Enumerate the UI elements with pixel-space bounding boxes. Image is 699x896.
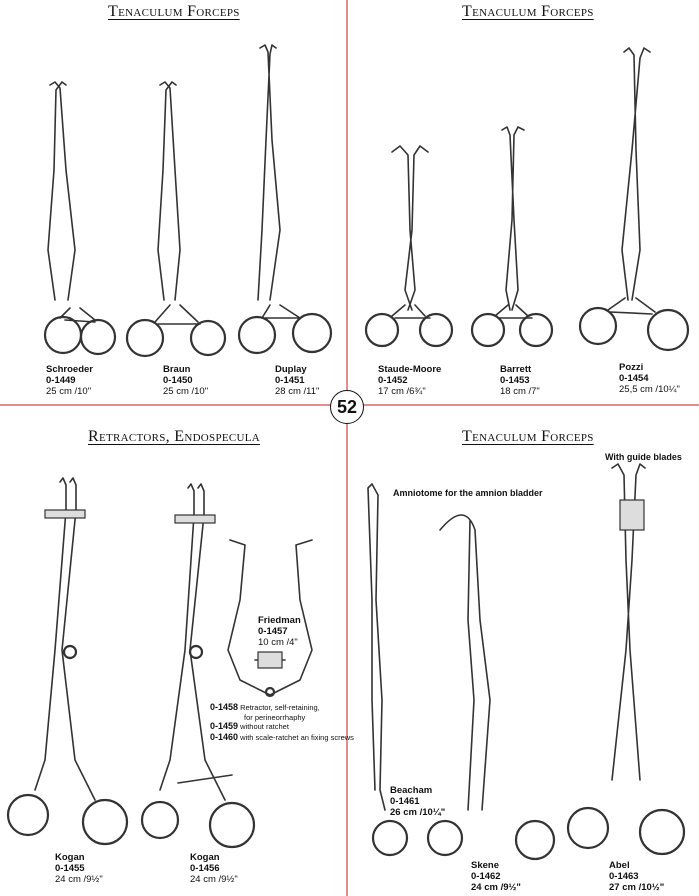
product-name: Barrett [500, 364, 532, 375]
duplay-forceps-illustration [237, 44, 333, 355]
variant-1458-desc2: for perineorrhaphy [244, 713, 306, 722]
product-name: Beacham [390, 785, 433, 796]
variant-code: 0-1460 [210, 732, 239, 742]
beacham-amniotome-illustration [367, 483, 409, 857]
barrett-forceps-illustration [470, 126, 554, 348]
staude-moore-forceps-illustration [364, 145, 454, 348]
kogan-1456-illustration [140, 483, 256, 849]
vertical-divider [346, 0, 348, 896]
product-code: 0-1461 [390, 796, 420, 807]
variant-1459: 0-1459 without ratchet [210, 721, 289, 732]
variant-desc: without ratchet [240, 722, 289, 731]
variant-1460: 0-1460 with scale-ratchet an fixing scre… [210, 732, 354, 743]
section-title-bottom-left: Retractors, Endospecula [88, 428, 261, 445]
product-label: Staude-Moore 0-1452 17 cm /6¾" [378, 364, 441, 397]
product-label: Kogan 0-1455 24 cm /9½" [55, 852, 103, 885]
product-size: 25 cm /10" [46, 386, 92, 397]
product-label: Beacham 0-1461 26 cm /10¼" [390, 785, 445, 818]
product-name: Kogan [190, 852, 220, 863]
product-name: Pozzi [619, 362, 644, 373]
product-code: 0-1451 [275, 375, 305, 386]
product-code: 0-1449 [46, 375, 76, 386]
product-label: Braun 0-1450 25 cm /10" [163, 364, 208, 397]
product-code: 0-1450 [163, 375, 193, 386]
section-title-bottom-right: Tenaculum Forceps [462, 428, 594, 445]
product-code: 0-1454 [619, 373, 649, 384]
variant-code: 0-1459 [210, 721, 239, 731]
product-code: 0-1462 [471, 871, 501, 882]
product-name: Schroeder [46, 364, 93, 375]
product-label: Barrett 0-1453 18 cm /7" [500, 364, 540, 397]
product-size: 17 cm /6¾" [378, 386, 426, 397]
braun-forceps-illustration [125, 81, 227, 358]
product-name: Skene [471, 860, 499, 871]
section-title-top-right: Tenaculum Forceps [462, 3, 594, 20]
product-name: Duplay [275, 364, 307, 375]
product-code: 0-1456 [190, 863, 220, 874]
product-label: Friedman 0-1457 10 cm /4" [258, 615, 301, 648]
product-size: 10 cm /4" [258, 637, 298, 648]
product-label: Pozzi 0-1454 25,5 cm /10¼" [619, 362, 680, 395]
product-name: Braun [163, 364, 191, 375]
pozzi-forceps-illustration [578, 47, 690, 352]
abel-forceps-illustration [566, 463, 686, 856]
product-label: Duplay 0-1451 28 cm /11" [275, 364, 319, 397]
schroeder-forceps-illustration [43, 81, 117, 356]
friedman-retractor-illustration [227, 539, 313, 698]
product-code: 0-1457 [258, 626, 288, 637]
product-label: Kogan 0-1456 24 cm /9½" [190, 852, 238, 885]
product-size: 24 cm /9½" [190, 874, 238, 885]
variant-desc: with scale-ratchet an fixing screws [240, 733, 354, 742]
product-size: 18 cm /7" [500, 386, 540, 397]
page-number: 52 [330, 390, 364, 424]
product-name: Friedman [258, 615, 301, 626]
variant-1458: 0-1458 Retractor, self-retaining, [210, 702, 320, 713]
section-title-top-left: Tenaculum Forceps [108, 3, 240, 20]
product-name: Kogan [55, 852, 85, 863]
variant-code: 0-1458 [210, 702, 239, 712]
skene-forceps-illustration [426, 514, 556, 861]
guide-blades-note: With guide blades [605, 452, 682, 462]
amniotome-note: Amniotome for the amnion bladder [393, 488, 543, 498]
product-size: 24 cm /9½" [471, 882, 521, 893]
product-code: 0-1452 [378, 375, 408, 386]
product-size: 25,5 cm /10¼" [619, 384, 680, 395]
product-label: Skene 0-1462 24 cm /9½" [471, 860, 521, 893]
product-size: 25 cm /10" [163, 386, 209, 397]
product-code: 0-1455 [55, 863, 85, 874]
product-label: Abel 0-1463 27 cm /10½" [609, 860, 664, 893]
product-name: Abel [609, 860, 630, 871]
product-label: Schroeder 0-1449 25 cm /10" [46, 364, 93, 397]
product-code: 0-1463 [609, 871, 639, 882]
kogan-1455-illustration [6, 477, 129, 846]
product-size: 27 cm /10½" [609, 882, 665, 893]
variant-desc: Retractor, self-retaining, [240, 703, 320, 712]
product-code: 0-1453 [500, 375, 530, 386]
product-size: 28 cm /11" [275, 386, 320, 397]
product-size: 24 cm /9½" [55, 874, 103, 885]
product-name: Staude-Moore [378, 364, 442, 375]
product-size: 26 cm /10¼" [390, 807, 446, 818]
